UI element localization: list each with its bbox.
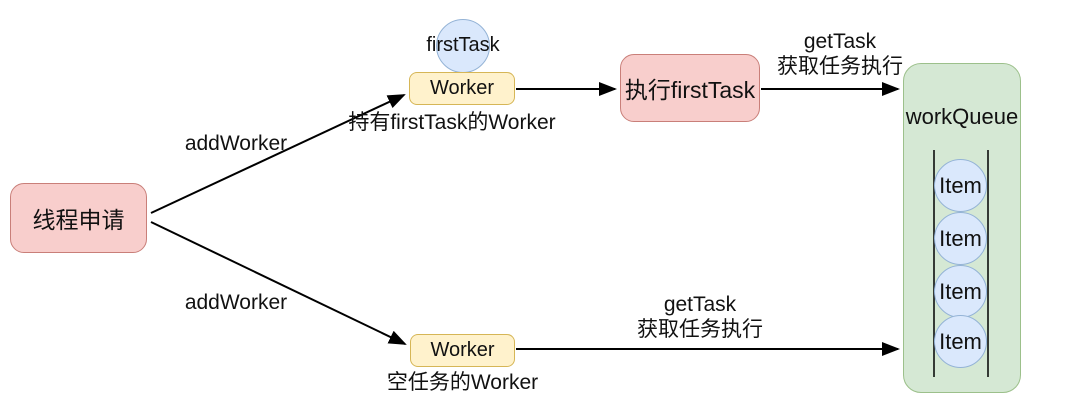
- edge-add-worker-bottom: [150, 221, 407, 345]
- add-worker-bottom-label: addWorker: [184, 291, 288, 314]
- get-task-top-line2: 获取任务执行: [777, 55, 903, 79]
- worker-top-caption: 持有firstTask的Worker: [348, 111, 556, 134]
- worker-bottom-node: Worker: [410, 334, 515, 367]
- queue-item: Item: [934, 265, 987, 318]
- first-task-label: firstTask: [426, 34, 500, 56]
- worker-top-node: Worker: [409, 72, 515, 105]
- exec-first-task-node: 执行firstTask: [620, 54, 760, 122]
- add-worker-top-label: addWorker: [184, 132, 288, 155]
- queue-item: Item: [934, 212, 987, 265]
- queue-item: Item: [934, 159, 987, 212]
- thread-request-node: 线程申请: [10, 183, 147, 253]
- first-task-circle: [436, 19, 490, 73]
- work-queue-title: workQueue: [905, 104, 1019, 129]
- get-task-bottom-line1: getTask: [663, 293, 737, 316]
- get-task-top-line1: getTask: [803, 30, 877, 53]
- get-task-bottom-line2: 获取任务执行: [637, 318, 763, 342]
- get-task-top-label: getTask 获取任务执行: [760, 29, 920, 79]
- worker-bottom-caption: 空任务的Worker: [386, 371, 539, 394]
- get-task-bottom-label: getTask 获取任务执行: [620, 292, 780, 342]
- queue-item: Item: [934, 315, 987, 368]
